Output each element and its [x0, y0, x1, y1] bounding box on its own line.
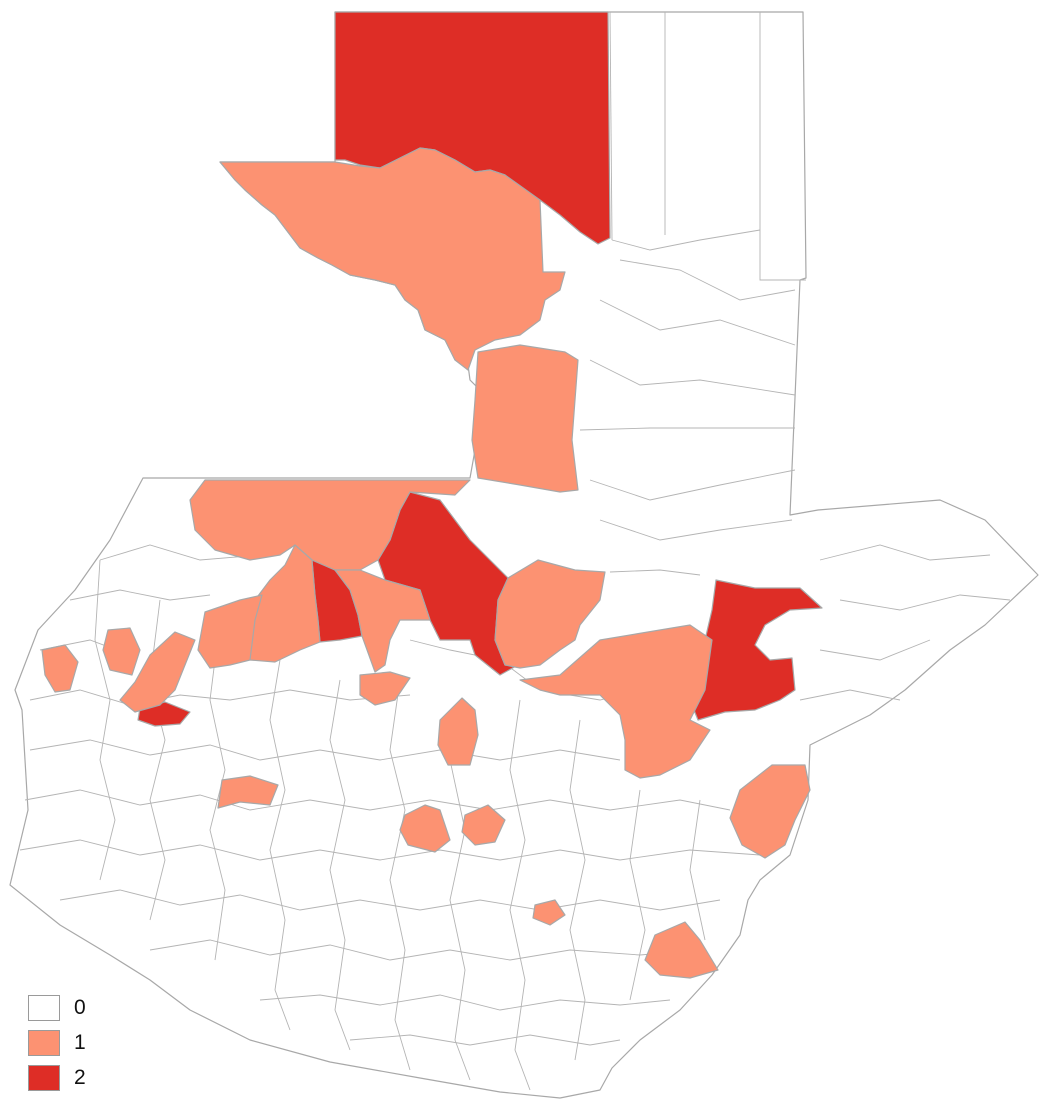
legend-swatch [28, 1029, 60, 1056]
legend-label: 2 [74, 1065, 86, 1089]
legend-label: 1 [74, 1030, 86, 1054]
region-west-a [41, 644, 79, 693]
region-guatemala [461, 804, 506, 846]
legend-swatch [28, 994, 60, 1021]
legend-swatch [28, 1064, 60, 1091]
municipal-boundaries [19, 11, 1011, 1091]
region-baja-verapaz [519, 624, 713, 779]
region-sololá [217, 775, 279, 809]
region-santa-rosa [532, 899, 566, 926]
region-west-c [119, 631, 196, 713]
region-sacatepequez [399, 804, 451, 853]
region-huehue-mid [197, 594, 263, 669]
region-zacapa [729, 764, 811, 859]
map-legend: 0 1 2 [28, 990, 86, 1095]
legend-item-0: 0 [28, 990, 86, 1025]
region-quiche-mid [334, 569, 431, 673]
region-alta-verapaz [494, 559, 606, 669]
region-chimaltenango [437, 697, 479, 766]
region-peten-south [471, 344, 579, 493]
region-quiche-north [239, 544, 321, 663]
region-west-b [102, 627, 141, 676]
region-quiche-south [359, 671, 411, 706]
legend-label: 0 [74, 995, 86, 1019]
legend-item-2: 2 [28, 1060, 86, 1095]
region-peten-southwest [219, 147, 566, 371]
region-jutiapa [644, 921, 719, 979]
legend-item-1: 1 [28, 1025, 86, 1060]
